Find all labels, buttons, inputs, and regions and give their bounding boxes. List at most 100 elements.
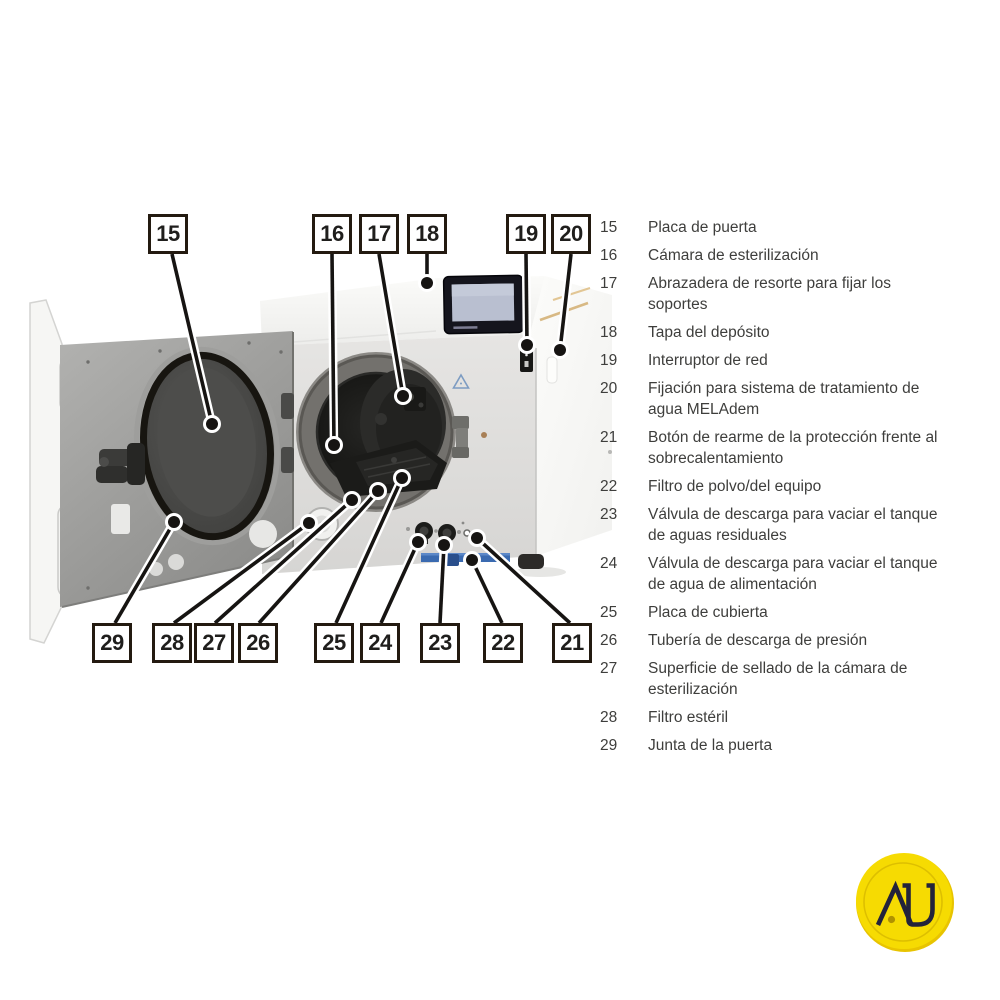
callout-dot-16 [328,439,340,451]
legend-text: Válvula de descarga para vaciar el tanqu… [648,506,938,544]
callout-dot-25 [396,472,408,484]
callout-box-16: 16 [312,214,352,254]
screen-glare [451,283,514,297]
callout-dot-15 [206,418,218,430]
legend-text: Superficie de sellado de la cámara de es… [648,660,908,698]
callout-dot-20 [554,344,566,356]
callout-label: 24 [368,630,392,655]
callout-box-23: 23 [420,623,460,663]
callout-box-26: 26 [238,623,278,663]
display [442,274,525,335]
callout-box-15: 15 [148,214,188,254]
door-plate-slot [111,504,130,534]
door-plate-hole-mid [168,554,184,570]
legend-number: 18 [600,324,618,341]
callout-line-16 [330,253,336,446]
legend-number: 26 [600,632,618,649]
callout-label: 22 [491,630,515,655]
display-caption [453,326,478,330]
callout-dot-28 [303,517,315,529]
callout-line-25 [334,477,404,624]
legend-text: Junta de la puerta [648,737,773,754]
door-plate-hole-large [249,520,277,548]
front-screw [481,432,487,438]
callout-dot-22 [466,554,478,566]
legend-item-18: 18 Tapa del depósito [600,322,956,343]
side-screw [608,450,612,454]
callout-label: 15 [156,221,180,246]
callout-box-17: 17 [359,214,399,254]
callout-line-17 [377,253,405,397]
power-switch [520,349,533,372]
callout-line-20 [558,253,573,351]
au-logo [846,843,962,959]
door-outer-shell [29,299,63,644]
monogram-dot [887,915,896,924]
cover-plate-top [356,448,438,486]
warning-triangle-icon [452,373,470,389]
legend-text: Cámara de esterilización [648,247,819,264]
callout-label: 23 [428,630,452,655]
door-latch [96,443,145,485]
legend-number: 20 [600,380,618,397]
legend-item-25: 25 Placa de cubierta [600,602,956,623]
legend-text: Botón de rearme de la protección frente … [648,429,938,467]
legend-text: Fijación para sistema de tratamiento de … [648,380,920,418]
legend-number: 25 [600,604,618,621]
callout-label: 16 [320,221,344,246]
legend-number: 19 [600,352,618,369]
legend-item-20: 20 Fijación para sistema de tratamiento d… [600,378,956,420]
legend-text: Placa de cubierta [648,604,768,621]
callout-label: 25 [322,630,346,655]
legend-number: 24 [600,555,618,572]
monogram-letter-u [902,883,935,927]
legend-item-26: 26 Tubería de descarga de presión [600,630,956,651]
callout-label: 17 [367,221,391,246]
callout-box-18: 18 [407,214,447,254]
drum-detail-hole [375,413,387,425]
callout-box-28: 28 [152,623,192,663]
legend-number: 28 [600,709,618,726]
callout-line-19 [524,253,529,346]
legend-text: Tapa del depósito [648,324,770,341]
legend-text: Abrazadera de resorte para fijar los sop… [648,275,891,313]
panel-hole-2 [434,529,438,533]
meladem-fixation-slot [546,356,558,384]
callout-box-20: 20 [551,214,591,254]
callout-dot-21 [471,532,483,544]
callout-box-21: 21 [552,623,592,663]
callout-line-27 [213,498,354,625]
callout-dot-26 [372,485,384,497]
callout-dot-29 [168,516,180,528]
panel-hole-4 [461,521,465,525]
spring-clamp-screw [418,402,424,408]
legend-number: 16 [600,247,618,264]
callout-box-29: 29 [92,623,132,663]
callout-dot-24 [412,536,424,548]
callout-box-27: 27 [194,623,234,663]
callout-box-24: 24 [360,623,400,663]
power-switch-dot [525,353,528,357]
legend-item-16: 16 Cámara de esterilización [600,245,956,266]
callout-box-19: 19 [506,214,546,254]
tray-slot-1 [363,456,427,471]
legend-text: Tubería de descarga de presión [648,632,868,649]
callout-endpoints [165,274,569,569]
tank-lid-seam [267,330,437,345]
legend-number: 22 [600,478,618,495]
callout-label: 27 [202,630,226,655]
callout-label: 21 [560,630,584,655]
callout-line-15 [170,253,214,425]
callout-dot-19 [521,339,533,351]
callout-label: 29 [100,630,124,655]
